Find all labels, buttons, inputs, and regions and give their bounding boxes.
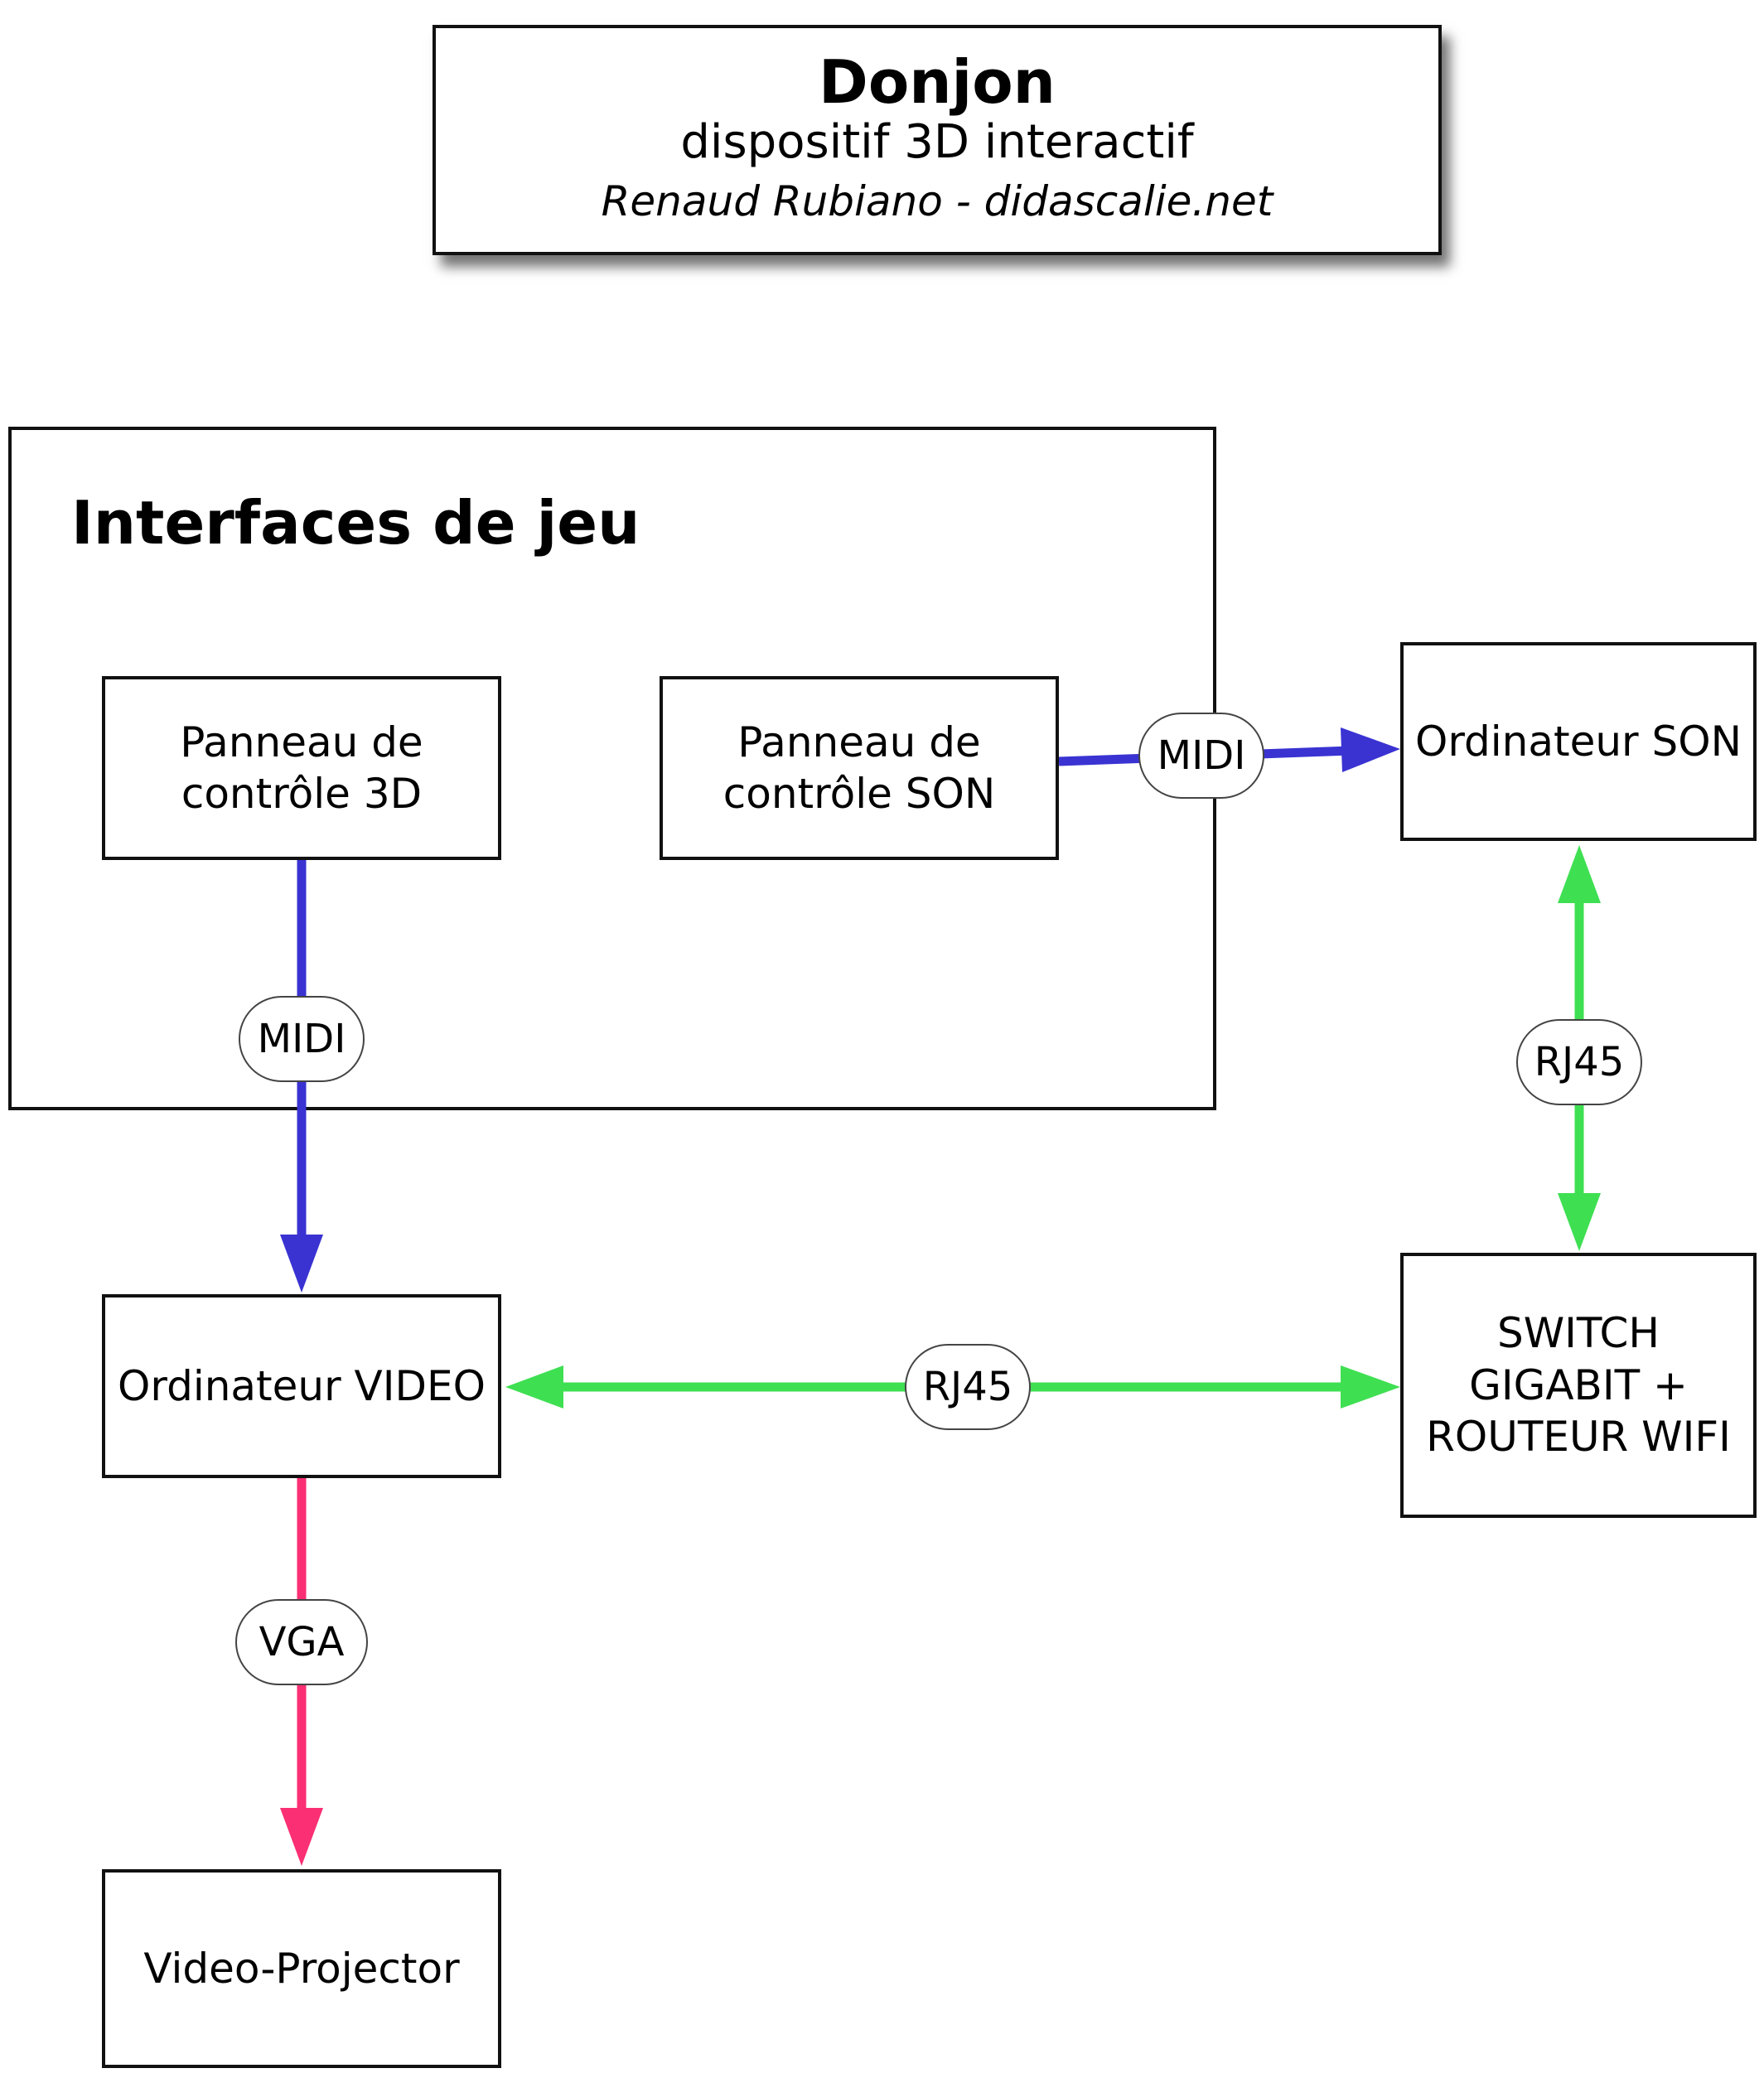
node-panneau-controle-3d: Panneau de contrôle 3D xyxy=(102,676,501,860)
node-panneau-controle-son: Panneau de contrôle SON xyxy=(660,676,1059,860)
node-video-projector: Video-Projector xyxy=(102,1869,501,2068)
arrowhead-vga-projector xyxy=(280,1808,323,1866)
node-label: Ordinateur VIDEO xyxy=(118,1361,486,1410)
label-rj45-video-switch: RJ45 xyxy=(905,1344,1031,1430)
diagram-author: Renaud Rubiano - didascalie.net xyxy=(601,177,1273,226)
arrowhead-rj45-son xyxy=(1558,845,1601,903)
arrowhead-rj45-switch-top xyxy=(1558,1193,1601,1251)
arrowhead-midi-son xyxy=(1341,727,1400,772)
label-vga: VGA xyxy=(235,1599,368,1685)
group-title: Interfaces de jeu xyxy=(71,488,640,558)
arrowhead-rj45-switch-left xyxy=(1341,1365,1400,1409)
arrowhead-midi-video xyxy=(280,1235,323,1293)
diagram-title: Donjon xyxy=(819,46,1056,117)
node-label: Video-Projector xyxy=(143,1944,460,1993)
node-ordinateur-video: Ordinateur VIDEO xyxy=(102,1294,501,1478)
title-box: Donjon dispositif 3D interactif Renaud R… xyxy=(433,25,1442,255)
diagram-subtitle: dispositif 3D interactif xyxy=(680,115,1194,170)
node-ordinateur-son: Ordinateur SON xyxy=(1400,642,1757,841)
label-midi-3d: MIDI xyxy=(239,996,365,1082)
node-label: Ordinateur SON xyxy=(1415,717,1742,766)
node-label: Panneau de contrôle 3D xyxy=(180,718,423,819)
arrowhead-rj45-video xyxy=(505,1365,563,1409)
node-switch-routeur: SWITCH GIGABIT + ROUTEUR WIFI xyxy=(1400,1253,1757,1518)
node-label: SWITCH GIGABIT + ROUTEUR WIFI xyxy=(1426,1309,1731,1462)
label-rj45-son-switch: RJ45 xyxy=(1516,1019,1642,1105)
node-label: Panneau de contrôle SON xyxy=(723,718,996,819)
label-midi-son: MIDI xyxy=(1138,713,1264,799)
